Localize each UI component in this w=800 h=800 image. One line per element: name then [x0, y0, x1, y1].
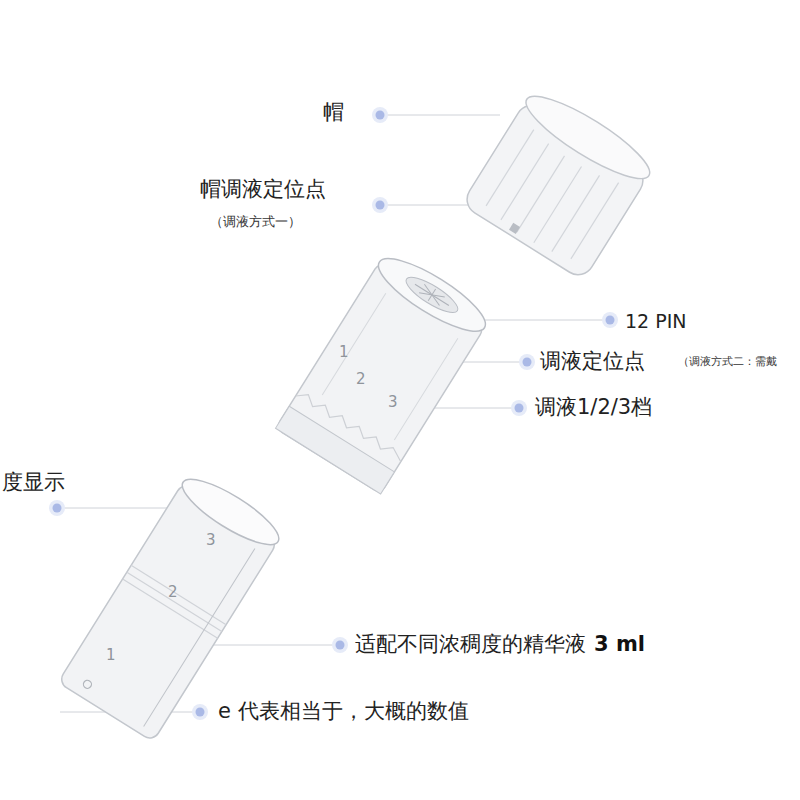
cap [461, 84, 658, 281]
note: （调液方式二：需戴 [678, 355, 777, 368]
callout-dots [49, 107, 618, 720]
scale-number: 3 [206, 531, 216, 549]
scale-number: 1 [339, 343, 349, 361]
part-name: 度显示 [2, 470, 65, 495]
part-name: 帽 [323, 100, 344, 125]
part-name: 帽调液定位点 [200, 177, 326, 202]
part-name: 调液定位点 [540, 349, 645, 374]
pin-count: 12 PIN [625, 310, 687, 333]
scale-number: 1 [106, 646, 116, 664]
needle-head [275, 247, 494, 494]
volume-value: 3 ml [594, 632, 645, 657]
part-name: e 代表相当于，大概的数值 [218, 699, 469, 724]
scale-number: 2 [168, 583, 178, 601]
note: （调液方式一） [210, 214, 301, 230]
part-name: 调液1/2/3档 [535, 395, 652, 420]
part-name: 适配不同浓稠度的精华液 [355, 632, 586, 657]
scale-number: 3 [388, 393, 398, 411]
scale-number: 2 [356, 370, 366, 388]
